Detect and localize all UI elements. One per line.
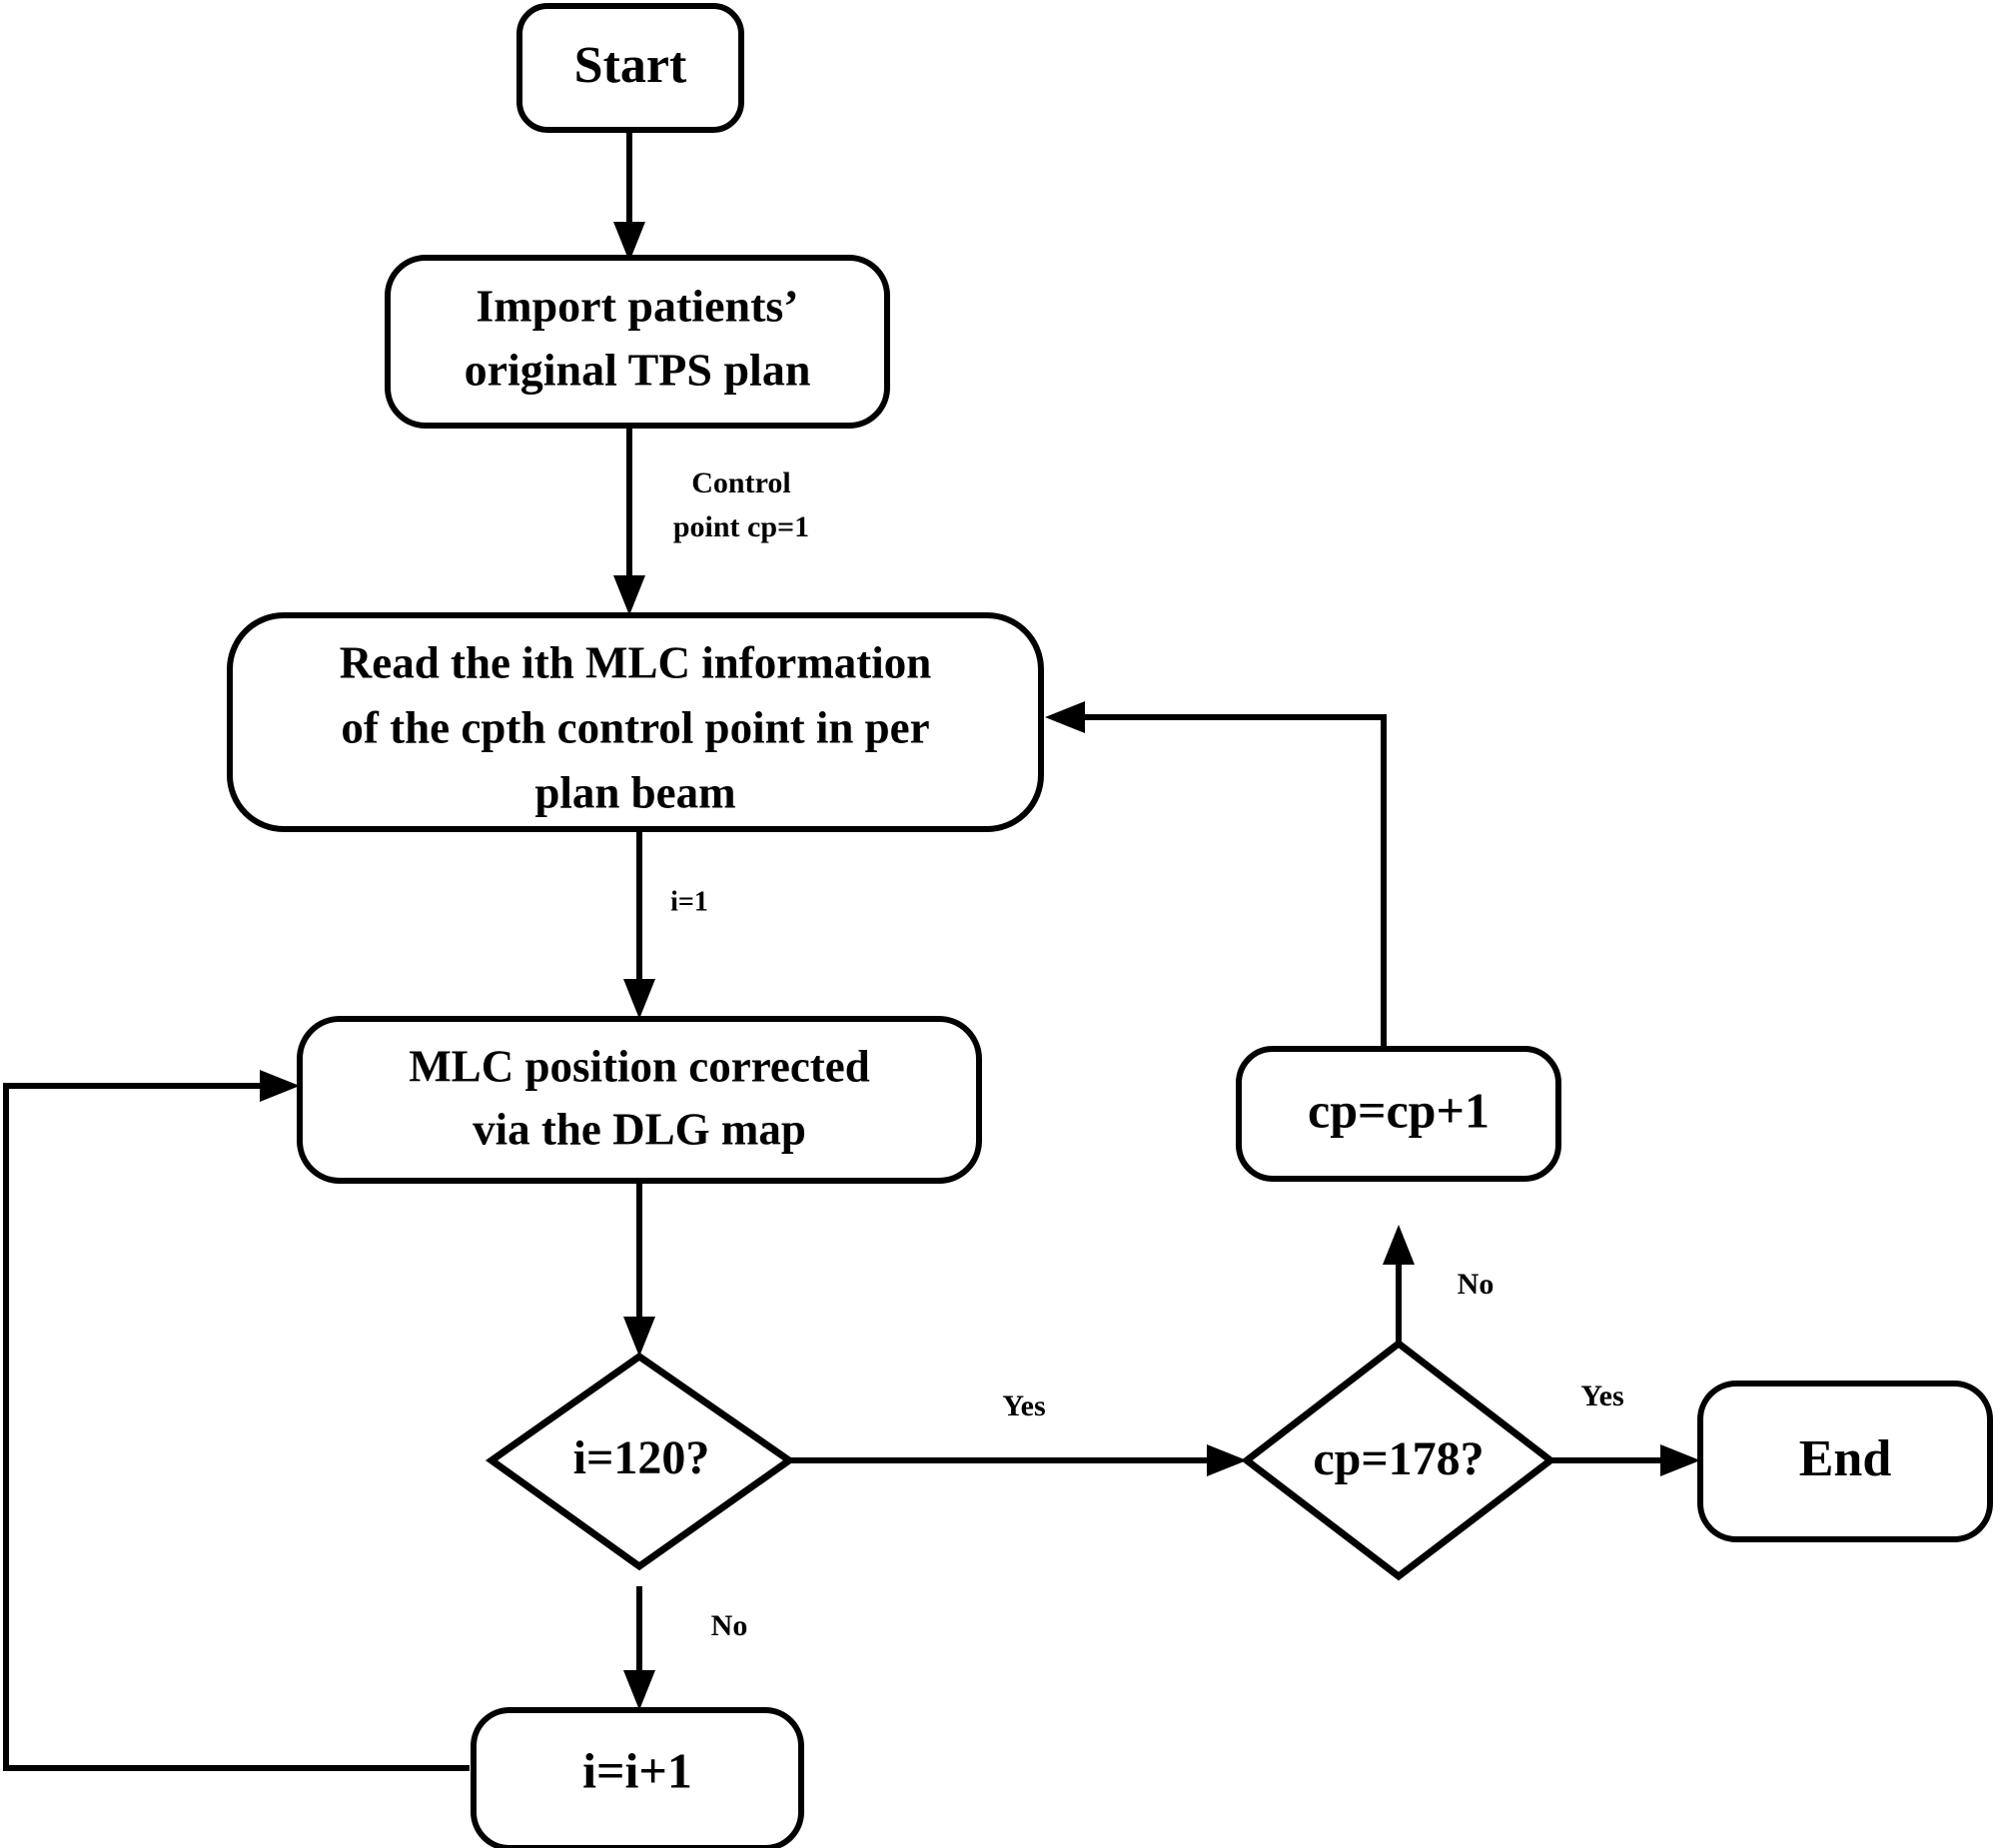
decision-i-diamond[interactable] (485, 1352, 796, 1571)
arrowhead-icon (260, 1070, 300, 1102)
correct-mlc-label-line1: MLC position corrected (409, 1041, 870, 1091)
edge-label-control-point-line2: point cp=1 (673, 510, 809, 543)
read-mlc-label-line3: plan beam (534, 767, 735, 817)
node-decision-i[interactable]: i=120? (485, 1352, 796, 1571)
edge-decision-cp-yes-to-end (1550, 1444, 1700, 1476)
edge-label-yes-i-decision: Yes (1002, 1389, 1045, 1422)
end-label: End (1799, 1430, 1892, 1487)
import-plan-box[interactable] (385, 255, 890, 429)
node-increment-cp[interactable]: cp=cp+1 (1236, 1046, 1561, 1182)
increment-cp-label: cp=cp+1 (1308, 1082, 1490, 1138)
arrowhead-icon (623, 1670, 655, 1710)
read-mlc-box[interactable] (227, 612, 1044, 832)
edge-decision-i-yes-to-decision-cp (784, 1444, 1247, 1476)
edge-label-yes-cp-decision: Yes (1580, 1380, 1623, 1412)
correct-mlc-label-line2: via the DLG map (473, 1104, 806, 1154)
increment-cp-box[interactable] (1236, 1046, 1561, 1182)
increment-i-label: i=i+1 (582, 1742, 692, 1798)
import-plan-label-line2: original TPS plan (465, 345, 811, 396)
edge-increment-i-loop-to-correct (3, 1070, 470, 1771)
edge-label-i-init: i=1 (670, 886, 708, 917)
edge-import-to-read (613, 425, 645, 615)
arrowhead-icon (613, 222, 645, 262)
correct-mlc-box[interactable] (297, 1016, 982, 1184)
node-end[interactable]: End (1697, 1381, 1993, 1542)
edge-correct-to-decision-i (623, 1179, 655, 1357)
arrowhead-icon (623, 979, 655, 1019)
edge-label-no-cp-decision: No (1458, 1268, 1495, 1301)
node-correct-mlc[interactable]: MLC position corrected via the DLG map (297, 1016, 982, 1184)
node-read-mlc[interactable]: Read the ith MLC information of the cpth… (227, 612, 1044, 832)
import-plan-label-line1: Import patients’ (476, 281, 798, 332)
arrowhead-icon (613, 575, 645, 615)
arrowhead-icon (1207, 1444, 1247, 1476)
edge-increment-cp-loop-to-read (1045, 701, 1387, 1049)
edge-decision-cp-no-to-increment-cp (1383, 1225, 1415, 1344)
edge-read-to-correct (623, 824, 655, 1019)
decision-i-label: i=120? (573, 1431, 710, 1484)
increment-i-box[interactable] (471, 1707, 804, 1848)
read-mlc-label-line1: Read the ith MLC information (340, 637, 931, 687)
edge-decision-i-no-to-increment-i (623, 1586, 655, 1710)
edge-start-to-import (613, 130, 645, 262)
arrowhead-icon (1045, 701, 1085, 733)
decision-cp-diamond[interactable] (1241, 1339, 1556, 1581)
start-box[interactable] (516, 3, 744, 133)
node-start[interactable]: Start (516, 3, 744, 133)
start-label: Start (574, 37, 687, 94)
arrowhead-icon (1660, 1444, 1700, 1476)
node-decision-cp[interactable]: cp=178? (1241, 1339, 1556, 1581)
node-increment-i[interactable]: i=i+1 (471, 1707, 804, 1848)
node-import-plan[interactable]: Import patients’ original TPS plan (385, 255, 890, 429)
edge-label-control-point-line1: Control (691, 466, 790, 499)
edge-label-no-i-decision: No (711, 1609, 748, 1642)
arrowhead-icon (1383, 1225, 1415, 1265)
read-mlc-label-line2: of the cpth control point in per (341, 702, 929, 752)
arrowhead-icon (623, 1317, 655, 1357)
end-box[interactable] (1697, 1381, 1993, 1542)
decision-cp-label: cp=178? (1313, 1432, 1484, 1485)
